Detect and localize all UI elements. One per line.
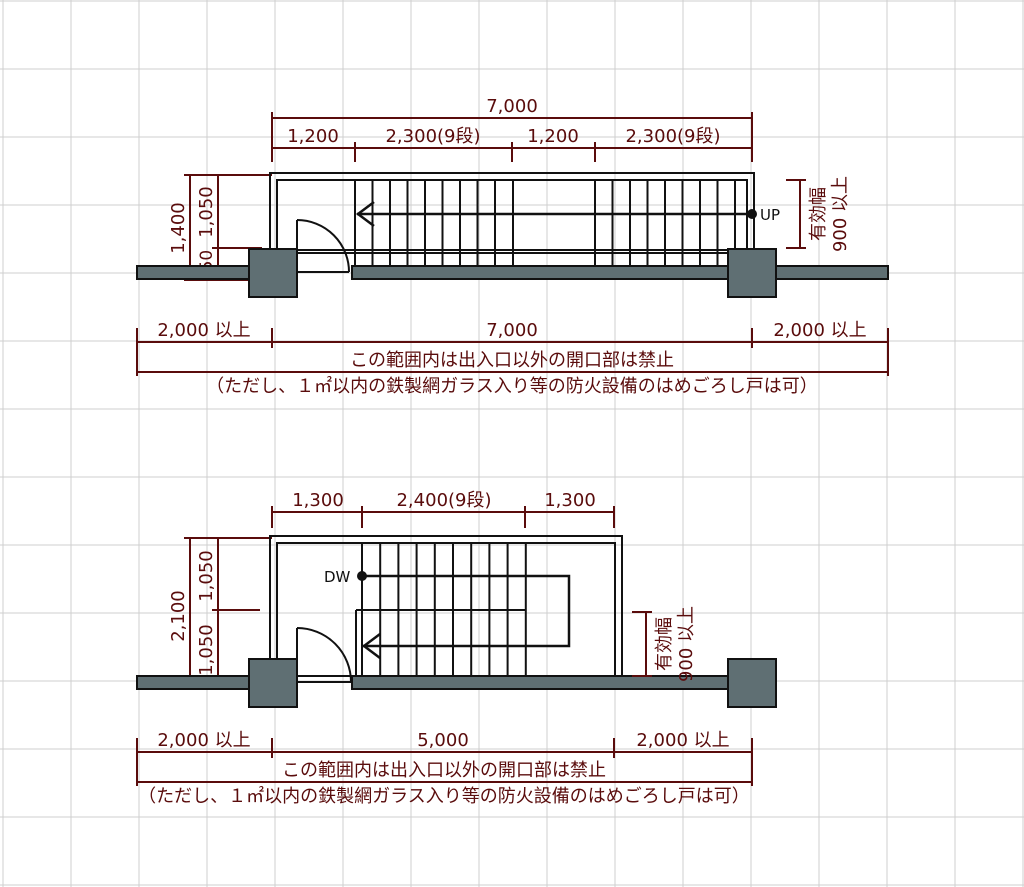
- top-note-line1: この範囲内は出入口以外の開口部は禁止: [350, 350, 674, 371]
- top-direction-arrowhead: [355, 201, 375, 227]
- bottom-bottom-center: 5,000: [417, 730, 469, 751]
- top-column-right: [727, 248, 777, 298]
- bottom-segment-2: 2,400(9段): [396, 490, 491, 511]
- bottom-height-lower: 1,050: [196, 624, 217, 676]
- bottom-direction-label: DW: [324, 568, 351, 586]
- top-effective-width-value: 900 以上: [830, 176, 851, 252]
- top-treads-right: [594, 180, 736, 266]
- top-wall-left: [136, 265, 250, 280]
- top-door-swing: [296, 219, 350, 273]
- bottom-bottom-right: 2,000 以上: [636, 730, 729, 751]
- top-bottom-left: 2,000 以上: [157, 320, 250, 341]
- top-bottom-right: 2,000 以上: [773, 320, 866, 341]
- bottom-segment-1: 1,300: [292, 490, 344, 511]
- bottom-height-total: 2,100: [168, 590, 189, 642]
- bottom-height-upper: 1,050: [196, 550, 217, 602]
- bottom-effective-width-value: 900 以上: [676, 606, 697, 682]
- top-height-upper: 1,050: [196, 186, 217, 238]
- top-overall-width: 7,000: [486, 96, 538, 117]
- bottom-effective-width-label: 有効幅: [654, 617, 675, 671]
- top-segment-1: 1,200: [287, 126, 339, 147]
- bottom-column-right: [727, 658, 777, 708]
- bottom-segment-3: 1,300: [544, 490, 596, 511]
- bottom-direction-arrowhead: [361, 633, 381, 659]
- top-height-total: 1,400: [168, 202, 189, 254]
- bottom-direction-line: [362, 574, 571, 648]
- top-direction-start-dot: [747, 209, 757, 219]
- bottom-treads-lower: [361, 610, 527, 676]
- top-stair-plan: 7,000 1,200 2,300(9段) 1,200 2,300(9段) 1,…: [136, 96, 889, 397]
- bottom-column-left: [248, 658, 298, 708]
- bottom-door-swing: [296, 627, 352, 683]
- top-segment-4: 2,300(9段): [625, 126, 720, 147]
- bottom-wall-center: [351, 675, 729, 690]
- top-direction-label: UP: [760, 206, 780, 224]
- top-column-left: [248, 248, 298, 298]
- top-note-line2: （ただし、１㎡以内の鉄製網ガラス入り等の防火設備のはめごろし戸は可）: [206, 375, 818, 397]
- top-segment-3: 1,200: [527, 126, 579, 147]
- bottom-note-line2: （ただし、１㎡以内の鉄製網ガラス入り等の防火設備のはめごろし戸は可）: [138, 785, 750, 807]
- bottom-stair-plan: 1,300 2,400(9段) 1,300 2,100 1,050 1,050 …: [136, 490, 777, 807]
- top-wall-right: [775, 265, 889, 280]
- top-bottom-center: 7,000: [486, 320, 538, 341]
- bottom-bottom-left: 2,000 以上: [157, 730, 250, 751]
- bottom-note-line1: この範囲内は出入口以外の開口部は禁止: [282, 760, 606, 781]
- top-segment-2: 2,300(9段): [385, 126, 480, 147]
- top-effective-width-label: 有効幅: [808, 187, 829, 241]
- bottom-wall-left: [136, 675, 250, 690]
- top-wall-center: [351, 265, 729, 280]
